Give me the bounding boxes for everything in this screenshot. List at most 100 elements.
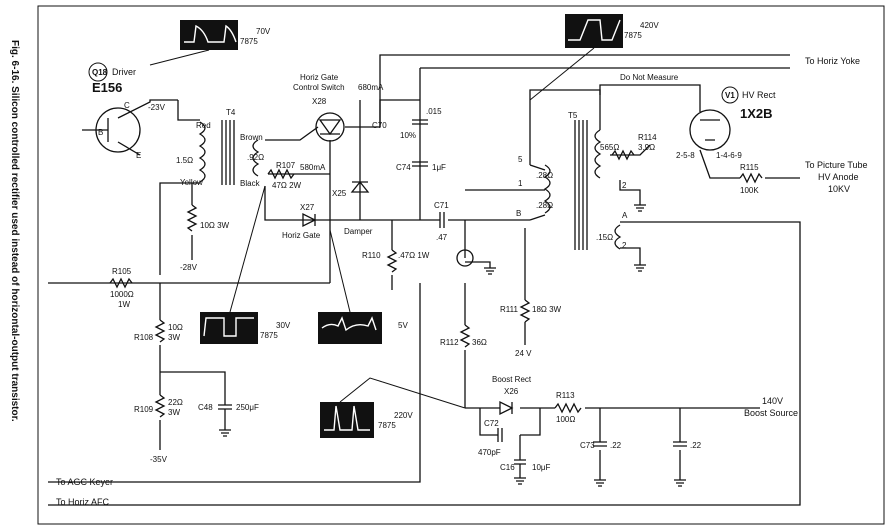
waveform-220v: 220V 7875 (320, 377, 466, 438)
r114-lead (610, 144, 651, 156)
do-not-measure: Do Not Measure (620, 73, 679, 82)
svg-text:7875: 7875 (260, 331, 278, 340)
t5-ref: T5 (568, 111, 578, 120)
hv-kv-label: 10KV (828, 184, 850, 194)
t5-w4: 565Ω (600, 143, 619, 152)
r105-power: 1W (118, 300, 130, 309)
c72-loop (479, 408, 541, 436)
r109-value: 22Ω (168, 398, 183, 407)
v1-ref: V1 (725, 91, 735, 100)
boost-label: Boost Source (744, 408, 798, 418)
c22-value: .22 (690, 441, 702, 450)
c73-value: .22 (610, 441, 622, 450)
v1-type: 1X2B (740, 106, 773, 121)
q18-role: Driver (112, 67, 136, 77)
r-10ohm-label: 10Ω 3W (200, 221, 230, 230)
r115-symbol (739, 172, 763, 184)
r114-value: 3.9Ω (638, 143, 655, 152)
ground-symbol-3 (634, 264, 646, 272)
agc-label: To AGC Keyer (56, 477, 113, 487)
neg28-label: -28V (180, 263, 198, 272)
r110-symbol (386, 249, 398, 273)
q18-c: C (124, 101, 130, 110)
neg35-label: -35V (150, 455, 168, 464)
c16-ref: C16 (500, 463, 515, 472)
c70-value: .015 (426, 107, 442, 116)
x25-name: Damper (344, 227, 373, 236)
c48-ground (219, 409, 231, 437)
r105-ref: R105 (112, 267, 132, 276)
tap2-bottom (620, 247, 641, 265)
svg-text:70V: 70V (256, 27, 271, 36)
r109-symbol (154, 394, 166, 418)
c48-lead (160, 371, 226, 405)
svg-text:7875: 7875 (240, 37, 258, 46)
q18-type: E156 (92, 80, 122, 95)
r108-power: 3W (168, 333, 180, 342)
v1-tube-symbol (689, 109, 731, 151)
waveform-420v: 420V 7875 (529, 14, 659, 101)
r113-value: 100Ω (556, 415, 575, 424)
c71-ref: C71 (434, 201, 449, 210)
svg-text:7875: 7875 (378, 421, 396, 430)
c48-symbol (218, 404, 232, 410)
r113-ref: R113 (556, 391, 575, 400)
v1-p1: 2-5-8 (676, 151, 695, 160)
r110-value: .47Ω 1W (398, 251, 430, 260)
c72-ref: C72 (484, 419, 499, 428)
x26-ref: X26 (504, 387, 519, 396)
svg-text:420V: 420V (640, 21, 659, 30)
tap2-top (619, 180, 641, 205)
waveform-5v: 5V (318, 229, 408, 344)
t4-primary-bottom (159, 182, 200, 275)
r105-value: 1000Ω (110, 290, 134, 299)
r107-current: 580mA (300, 163, 326, 172)
x28-name: Horiz Gate (300, 73, 339, 82)
current-680: 680mA (358, 83, 384, 92)
v1-top (599, 84, 701, 112)
diagram-frame (37, 5, 885, 525)
v1-role: HV Rect (742, 90, 776, 100)
c70-top (379, 99, 420, 127)
q18-ref: Q18 (92, 68, 108, 77)
x25-ref: X25 (332, 189, 347, 198)
t4-yellow: Yellow (180, 178, 203, 187)
r115-ref: R115 (740, 163, 759, 172)
q18-volt: -23V (148, 103, 166, 112)
t5-tapB: B (516, 209, 521, 218)
t5-w3: .15Ω (596, 233, 613, 242)
hv-output (699, 149, 800, 179)
svg-text:5V: 5V (398, 321, 408, 330)
c74-value: 1μF (432, 163, 446, 172)
pos24-label: 24 V (515, 349, 532, 358)
c73-symbol (593, 441, 607, 487)
tap-ground-wire (465, 261, 491, 268)
svg-text:7875: 7875 (624, 31, 642, 40)
t4-red: Red (196, 121, 211, 130)
c70-tol: 10% (400, 131, 416, 140)
v1-ref-circle (721, 86, 739, 104)
x28-ref: X28 (312, 97, 327, 106)
svg-text:220V: 220V (394, 411, 413, 420)
c16-symbol (514, 459, 526, 485)
x25-diode-symbol (350, 180, 370, 193)
t5-transformer-symbol (543, 120, 622, 250)
q18-transistor-symbol (95, 107, 141, 153)
svg-text:30V: 30V (276, 321, 291, 330)
c48-ref: C48 (198, 403, 213, 412)
q18-collector-lead (117, 99, 178, 119)
t5-tap1: 1 (518, 179, 523, 188)
t4-black: Black (240, 179, 261, 188)
r108-ref: R108 (134, 333, 154, 342)
r109-ref: R109 (134, 405, 154, 414)
t4-r2: .92Ω (247, 153, 264, 162)
x27-diode-symbol (302, 212, 317, 228)
agc-line (48, 283, 421, 483)
t5-tap2a: 2 (622, 181, 627, 190)
t5-tapA: A (622, 211, 628, 220)
c71-symbol (439, 212, 445, 228)
c48-value: 250μF (236, 403, 259, 412)
t4-ref: T4 (226, 108, 236, 117)
c74-ref: C74 (396, 163, 411, 172)
r114-symbol (611, 149, 635, 161)
